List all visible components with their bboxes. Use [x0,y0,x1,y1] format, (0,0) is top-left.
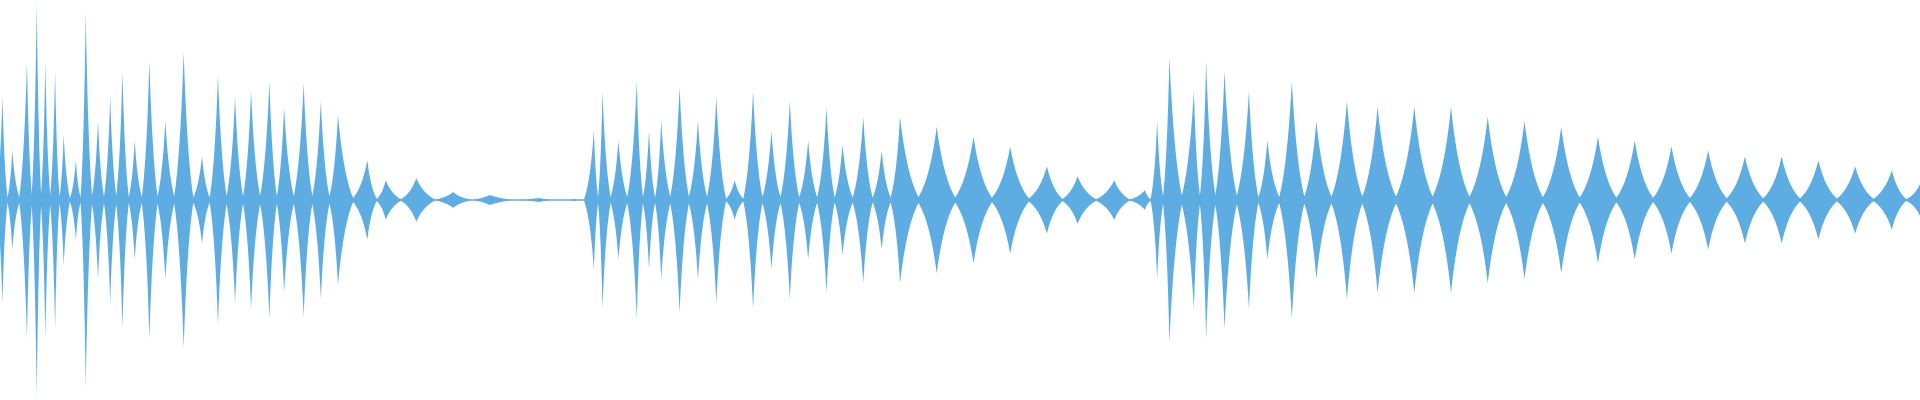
waveform-lobe [1504,120,1545,280]
waveform-lobe [399,178,437,222]
waveform-lobe [1394,106,1435,294]
waveform-lobe [583,130,599,270]
waveform-lobe [351,160,378,240]
waveform-lobe [889,116,921,284]
waveform-lobe [1724,156,1766,244]
waveform-lobe [1871,170,1908,230]
waveform-lobe [80,11,93,389]
waveform-lobe [706,97,727,303]
waveform-lobe [1094,180,1132,220]
waveform-lobe [816,106,836,294]
waveform-lobe [31,2,42,398]
waveform-lobe [1257,140,1281,260]
waveform-lobe [103,97,117,303]
waveform-lobe [6,150,21,250]
waveform-lobe [1278,81,1306,319]
waveform-lobe [761,130,782,270]
waveform-lobe [1199,61,1217,339]
waveform-lobe [1541,126,1582,274]
waveform-lobe [127,140,143,260]
waveform-lobe [1330,101,1364,299]
waveform-lobe [1834,166,1876,234]
waveform-lobe [916,126,957,274]
waveform-lobe [687,120,709,280]
waveform-lobe [225,97,244,303]
waveform-lobe [432,192,474,208]
waveform-lobe [1214,71,1238,329]
waveform-lobe [1614,140,1655,260]
waveform-lobe [724,180,745,220]
waveform-lobe [555,199,586,201]
waveform-lobe [173,51,194,349]
waveform-lobe [742,91,764,309]
waveform-lobe [1235,91,1260,309]
waveform-lobe [69,160,82,240]
waveform-lobe [191,156,211,244]
waveform-lobe [626,81,644,319]
waveform-lobe [375,180,403,220]
waveform-lobe [1904,184,1920,216]
waveform-lobe [1060,176,1098,224]
waveform-lobe [49,71,60,329]
waveform-lobe [1761,156,1802,244]
waveform-lobe [156,120,176,280]
waveform-lobe [990,146,1031,254]
waveform-lobe [953,136,994,264]
waveform-lobe [469,195,517,205]
waveform-lobe [141,61,159,339]
waveform-lobe [0,97,8,303]
waveform-lobe [654,120,672,280]
waveform-lobe [1302,120,1334,280]
waveform-lobe [642,130,656,270]
waveform-lobe [1128,190,1152,210]
waveform-lobe [1360,106,1398,294]
waveform-lobe [292,83,314,317]
waveform-lobe [209,75,228,325]
waveform-lobe [242,91,262,309]
waveform-lobe [1467,116,1508,284]
waveform-lobe [1687,150,1729,250]
waveform-lobe [798,140,819,260]
waveform-lobe [669,87,690,313]
waveform-lobe [1798,160,1839,240]
waveform-lobe [40,61,51,339]
waveform-lobe [833,144,854,256]
waveform-lobe [779,101,800,299]
waveform-lobe [311,101,331,299]
waveform-lobe [1150,120,1164,280]
waveform-lobe [259,81,278,319]
waveform-lobe [871,150,892,250]
waveform-lobe [1162,57,1183,343]
waveform-lobe [1430,106,1472,294]
waveform-lobe [1577,136,1619,264]
waveform-lobe [609,140,629,260]
waveform-lobe [851,116,874,284]
waveform-lobe [511,198,559,202]
waveform-lobe [1651,146,1692,254]
waveform-lobe [328,114,355,286]
waveform-lobe [1026,166,1064,234]
waveform-lobe [18,61,33,339]
waveform-lobe [1180,91,1201,309]
waveform-lobe [91,120,105,280]
waveform-lobe [276,106,295,294]
waveform-lobe [58,134,71,266]
waveform-lobe [115,71,130,329]
waveform-lobe [597,91,612,309]
